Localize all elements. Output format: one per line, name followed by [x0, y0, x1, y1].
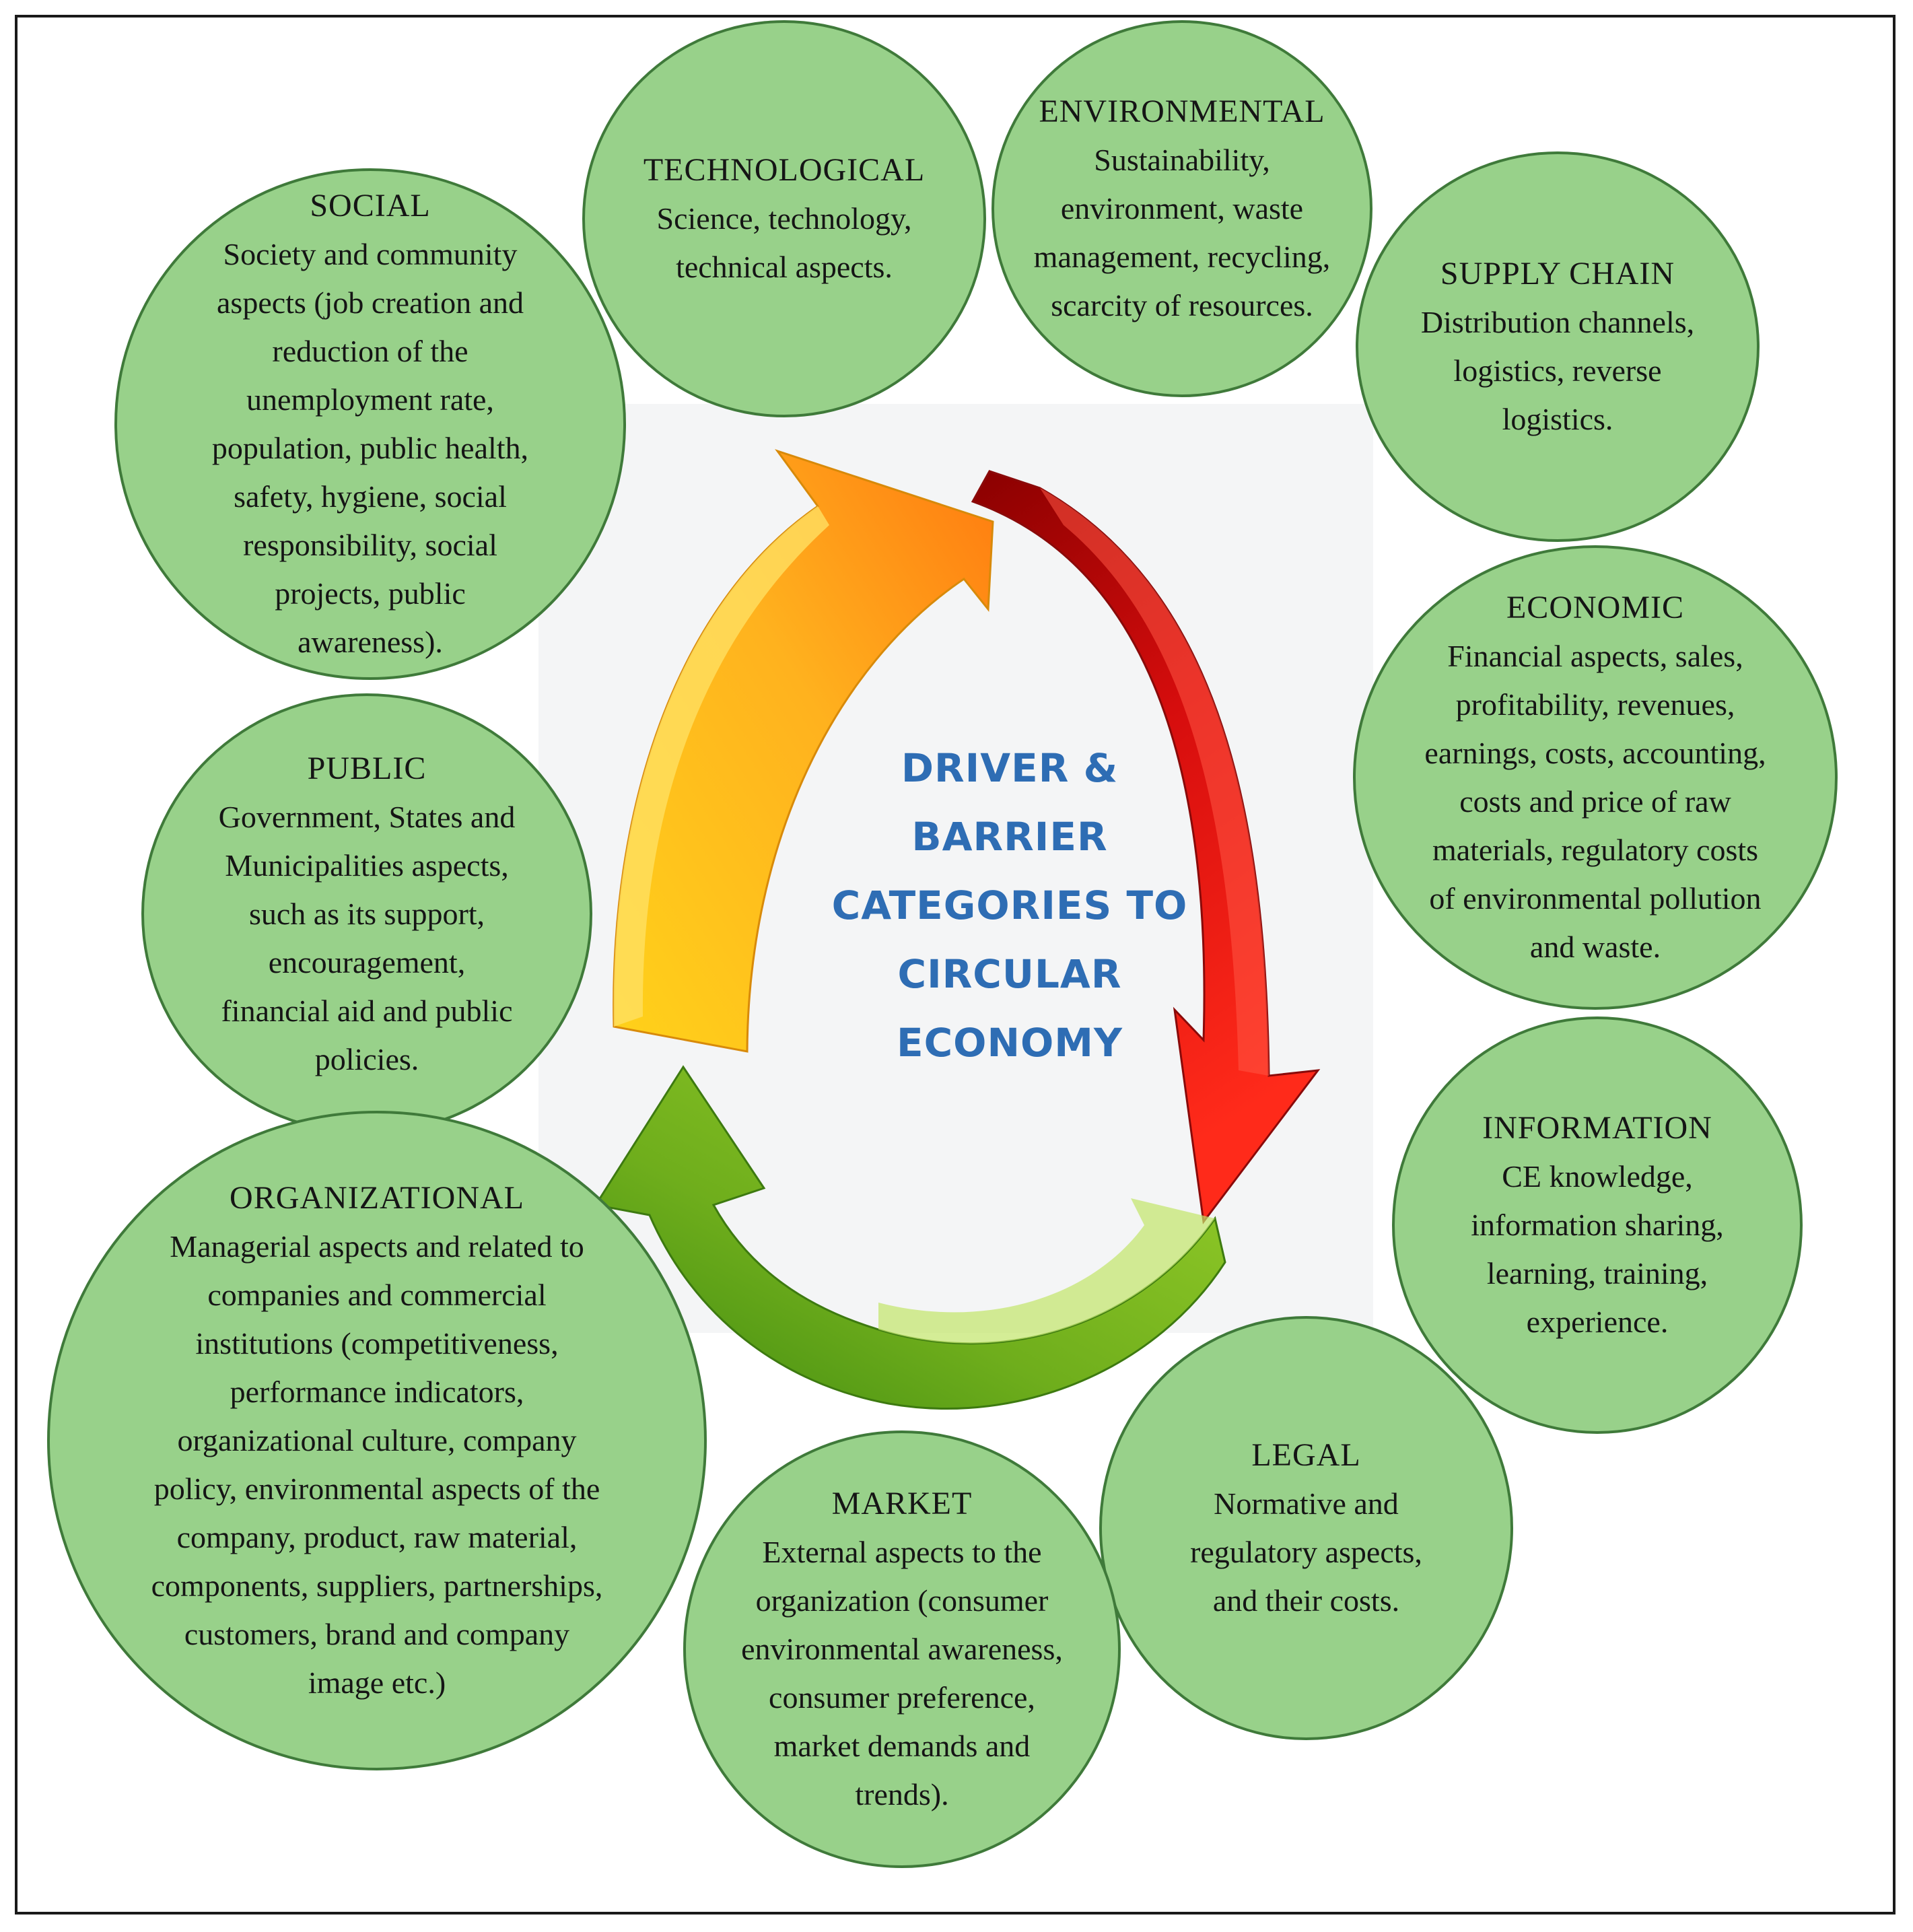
description-line: trends). — [855, 1777, 949, 1812]
category-title: TECHNOLOGICAL — [643, 152, 926, 188]
category-public: PUBLIC Government, States and Municipali… — [141, 693, 592, 1134]
description-line: profitability, revenues, — [1455, 687, 1735, 722]
category-title: ORGANIZATIONAL — [230, 1180, 524, 1216]
category-description: Managerial aspects and related to compan… — [151, 1222, 603, 1707]
description-line: logistics. — [1502, 402, 1613, 436]
description-line: CE knowledge, — [1502, 1159, 1693, 1194]
category-title: LEGAL — [1251, 1437, 1361, 1473]
description-line: logistics, reverse — [1453, 353, 1662, 388]
description-line: Normative and — [1214, 1486, 1399, 1521]
description-line: market demands and — [773, 1729, 1031, 1763]
description-line: responsibility, social — [243, 528, 497, 562]
description-line: Managerial aspects and related to — [170, 1229, 584, 1264]
category-economic: ECONOMIC Financial aspects, sales, profi… — [1353, 545, 1838, 1010]
description-line: Financial aspects, sales, — [1447, 639, 1743, 673]
category-organizational: ORGANIZATIONAL Managerial aspects and re… — [47, 1111, 707, 1770]
category-technological: TECHNOLOGICAL Science, technology, techn… — [582, 20, 986, 417]
description-line: regulatory aspects, — [1190, 1535, 1422, 1569]
center-title-line: CIRCULAR — [897, 951, 1122, 997]
description-line: Society and community — [223, 237, 518, 271]
description-line: of environmental pollution — [1429, 881, 1762, 916]
description-line: organization (consumer — [755, 1583, 1049, 1618]
category-legal: LEGAL Normative and regulatory aspects, … — [1099, 1316, 1513, 1740]
center-title: DRIVER & BARRIER CATEGORIES TO CIRCULAR … — [767, 734, 1252, 1077]
description-line: environmental awareness, — [741, 1632, 1063, 1666]
center-title-line: ECONOMY — [896, 1020, 1123, 1066]
center-title-line: DRIVER & — [901, 745, 1119, 791]
arrow-red-edge — [1040, 488, 1269, 1076]
description-line: customers, brand and company — [184, 1617, 570, 1651]
description-line: awareness). — [298, 625, 443, 659]
description-line: management, recycling, — [1033, 240, 1331, 274]
center-title-line: BARRIER — [911, 814, 1108, 860]
description-line: Municipalities aspects, — [225, 848, 509, 883]
description-line: External aspects to the — [762, 1535, 1042, 1569]
category-environmental: ENVIRONMENTAL Sustainability, environmen… — [992, 20, 1372, 397]
arrow-green-edge — [878, 1198, 1215, 1344]
category-title: ECONOMIC — [1506, 590, 1684, 625]
description-line: performance indicators, — [230, 1375, 524, 1409]
description-line: safety, hygiene, social — [234, 479, 507, 514]
category-title: PUBLIC — [307, 750, 427, 786]
description-line: encouragement, — [268, 944, 466, 979]
description-line: image etc.) — [308, 1665, 446, 1700]
description-line: unemployment rate, — [246, 382, 494, 417]
category-title: MARKET — [831, 1486, 973, 1521]
description-line: policy, environmental aspects of the — [153, 1472, 600, 1506]
category-description: Distribution channels, logistics, revers… — [1421, 298, 1694, 444]
description-line: projects, public — [275, 576, 466, 611]
description-line: costs and price of raw — [1459, 784, 1731, 819]
category-description: Government, States and Municipalities as… — [219, 793, 516, 1084]
center-title-line: CATEGORIES TO — [831, 883, 1188, 928]
description-line: components, suppliers, partnerships, — [151, 1568, 603, 1603]
description-line: technical aspects. — [676, 250, 893, 284]
description-line: organizational culture, company — [177, 1423, 577, 1457]
category-title: INFORMATION — [1482, 1110, 1712, 1146]
category-description: Sustainability, environment, waste manag… — [1034, 136, 1331, 330]
category-information: INFORMATION CE knowledge, information sh… — [1392, 1016, 1803, 1434]
description-line: company, product, raw material, — [176, 1520, 578, 1554]
category-market: MARKET External aspects to the organizat… — [683, 1430, 1121, 1868]
description-line: such as its support, — [248, 896, 485, 931]
category-title: SUPPLY CHAIN — [1440, 256, 1675, 291]
category-description: External aspects to the organization (co… — [741, 1528, 1063, 1819]
category-description: Normative and regulatory aspects, and th… — [1190, 1480, 1422, 1625]
arrow-yellow-orange-edge — [613, 506, 829, 1027]
description-line: population, public health, — [211, 431, 529, 465]
description-line: environment, waste — [1060, 191, 1304, 226]
description-line: information sharing, — [1471, 1208, 1724, 1242]
description-line: Government, States and — [218, 799, 516, 834]
description-line: and waste. — [1529, 930, 1661, 964]
description-line: Science, technology, — [656, 201, 912, 236]
category-description: Society and community aspects (job creat… — [212, 230, 528, 666]
description-line: policies. — [314, 1041, 419, 1076]
description-line: and their costs. — [1212, 1583, 1400, 1618]
description-line: institutions (competitiveness, — [195, 1326, 559, 1360]
category-title: SOCIAL — [310, 188, 431, 223]
description-line: companies and commercial — [207, 1278, 547, 1312]
description-line: earnings, costs, accounting, — [1424, 736, 1766, 770]
description-line: reduction of the — [272, 334, 468, 368]
description-line: Distribution channels, — [1420, 305, 1695, 339]
category-description: CE knowledge, information sharing, learn… — [1471, 1152, 1724, 1346]
category-supply-chain: SUPPLY CHAIN Distribution channels, logi… — [1356, 151, 1760, 542]
category-description: Science, technology, technical aspects. — [657, 195, 912, 291]
category-title: ENVIRONMENTAL — [1039, 94, 1325, 129]
description-line: materials, regulatory costs — [1432, 833, 1759, 867]
category-description: Financial aspects, sales, profitability,… — [1424, 632, 1766, 971]
description-line: scarcity of resources. — [1051, 288, 1313, 322]
description-line: experience. — [1526, 1305, 1669, 1339]
description-line: financial aid and public — [221, 993, 513, 1028]
description-line: Sustainability, — [1094, 143, 1270, 177]
description-line: aspects (job creation and — [217, 285, 524, 320]
description-line: learning, training, — [1486, 1256, 1708, 1290]
category-social: SOCIAL Society and community aspects (jo… — [114, 168, 626, 680]
description-line: consumer preference, — [769, 1680, 1035, 1715]
